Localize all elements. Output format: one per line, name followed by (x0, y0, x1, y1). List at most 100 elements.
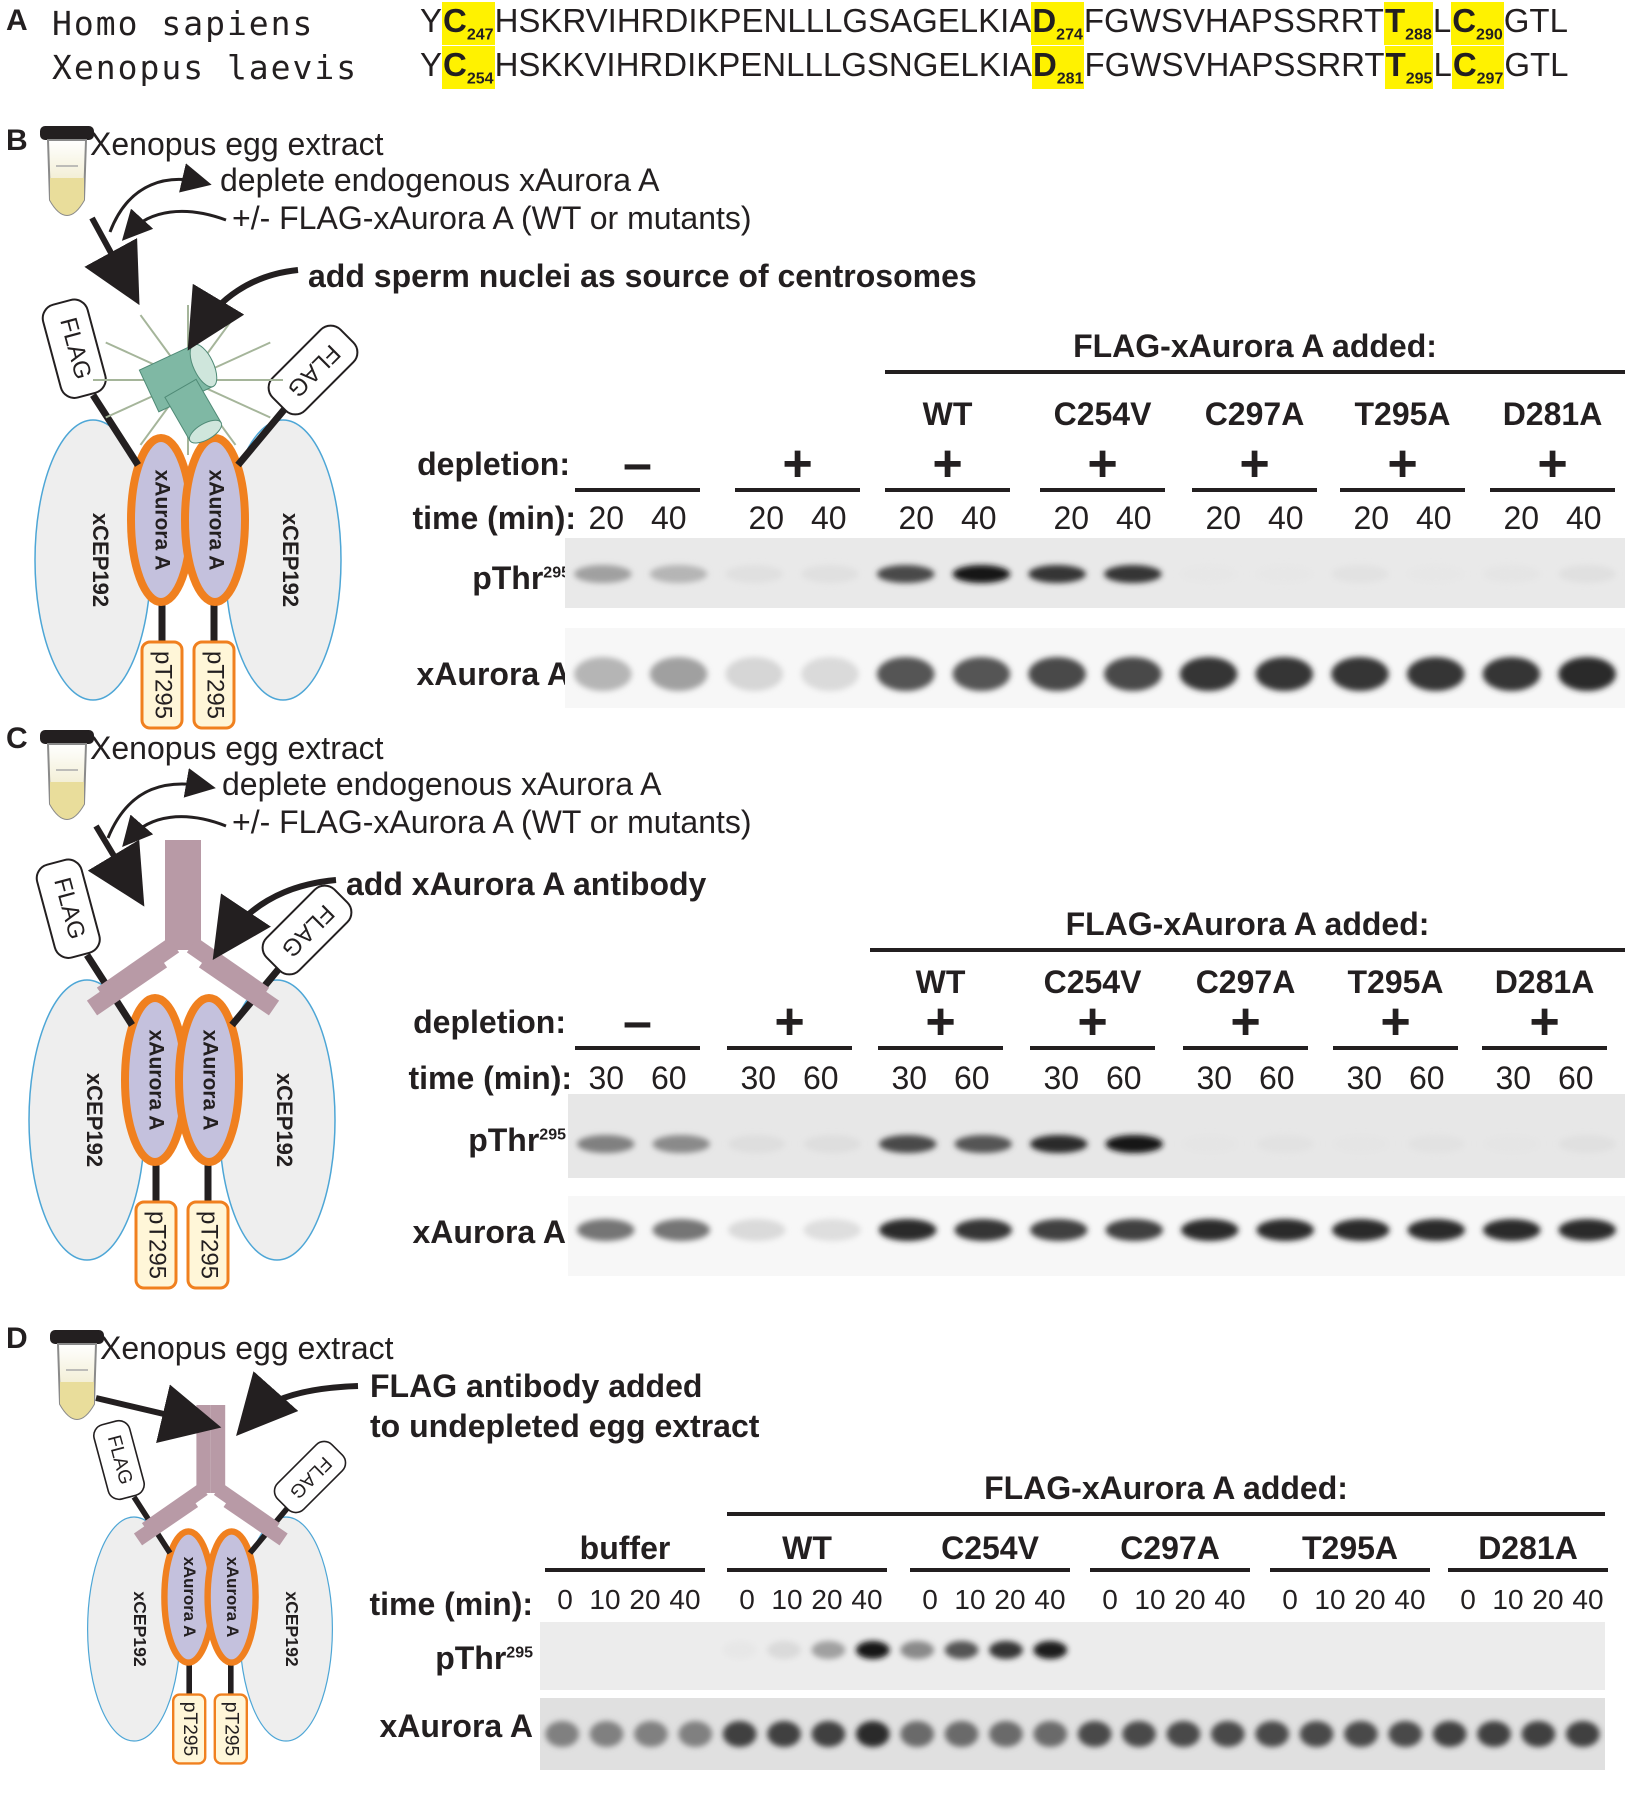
depletion-sign: + (774, 993, 805, 1051)
group-line (1030, 1046, 1155, 1050)
mutant-label: C297A (1195, 964, 1296, 1000)
row-label: time (min): (412, 500, 576, 536)
group-line (885, 488, 1010, 492)
svg-text:xAurora A: xAurora A (180, 1557, 199, 1638)
time-tick: 40 (1034, 1584, 1066, 1615)
mutant-label: WT (915, 964, 966, 1000)
blot-band (577, 1219, 635, 1241)
time-tick: 30 (740, 1060, 777, 1096)
blot-d-pthr (540, 1622, 1605, 1690)
row-label: xAurora A (379, 1708, 533, 1744)
time-tick: 30 (588, 1060, 625, 1096)
sequence-segment: L (1433, 46, 1452, 83)
time-tick: 0 (739, 1584, 755, 1615)
depletion-sign: + (1230, 993, 1261, 1051)
blot-band (1558, 657, 1616, 691)
group-line (545, 1568, 705, 1572)
blot-background (565, 538, 1625, 608)
time-tick: 40 (650, 500, 687, 536)
flag-header-line (727, 1512, 1605, 1516)
group-label: C254V (941, 1530, 1039, 1566)
group-line (1040, 488, 1165, 492)
time-tick: 60 (650, 1060, 687, 1096)
blot-band (1407, 1219, 1465, 1241)
panel-letter-a: A (6, 4, 28, 37)
time-tick: 10 (1314, 1584, 1346, 1615)
blot-background (540, 1622, 1605, 1690)
time-tick: 20 (898, 500, 935, 536)
group-label: T295A (1301, 1530, 1399, 1566)
time-tick: 20 (748, 500, 785, 536)
blot-band (728, 1219, 786, 1241)
time-tick: 60 (1105, 1060, 1142, 1096)
blot-band (589, 1721, 624, 1747)
depletion-sign: – (623, 435, 652, 493)
flag-header: FLAG-xAurora A added: (984, 1470, 1348, 1506)
depletion-sign: + (782, 435, 813, 493)
svg-text:pT295: pT295 (144, 1211, 171, 1279)
time-tick: 10 (954, 1584, 986, 1615)
time-tick: 20 (811, 1584, 843, 1615)
flag-step-d-2: to undepleted egg extract (370, 1408, 760, 1444)
blot-band (1179, 565, 1238, 583)
blot-band (1332, 1219, 1390, 1241)
time-tick: 20 (1053, 500, 1090, 536)
svg-text:pT295: pT295 (221, 1702, 242, 1756)
sequence-human: YC247HSKRVIHRDIKPENLLLGSAGELKIAD274FGWSV… (420, 2, 1568, 45)
blot-band (952, 657, 1011, 691)
antibody-icon (86, 840, 280, 1016)
row-label: pThr295 (468, 1122, 566, 1158)
blot-band (1406, 657, 1465, 691)
blot-band (1255, 565, 1314, 583)
row-label: depletion: (417, 446, 570, 482)
blot-band (1483, 1135, 1541, 1153)
tube-icon (40, 126, 94, 216)
group-line (1333, 1046, 1458, 1050)
time-tick: 0 (1282, 1584, 1298, 1615)
blot-band (722, 1641, 757, 1659)
blot-band (1256, 1135, 1314, 1153)
blot-band (1181, 1219, 1239, 1241)
group-line (727, 1046, 852, 1050)
blot-band (900, 1721, 935, 1747)
blot-band (649, 565, 708, 583)
blot-band (767, 1641, 801, 1659)
time-tick: 10 (771, 1584, 803, 1615)
sequence-segment: HSKRVIHRDIKPENLLLGSAGELKIA (494, 2, 1032, 39)
depletion-sign: + (1529, 993, 1560, 1051)
blot-band (574, 657, 632, 691)
antibody-step-c: add xAurora A antibody (346, 866, 707, 902)
blot-band (1331, 657, 1389, 691)
blot-band (855, 1641, 890, 1659)
deplete-step-b: deplete endogenous xAurora A (220, 162, 660, 198)
row-label: depletion: (413, 1004, 566, 1040)
time-tick: 0 (557, 1584, 573, 1615)
time-tick: 40 (1572, 1584, 1604, 1615)
group-line (1490, 488, 1615, 492)
blot-band (652, 1219, 710, 1241)
time-tick: 0 (922, 1584, 938, 1615)
blot-band (801, 565, 859, 583)
svg-text:pT295: pT295 (150, 651, 177, 719)
blot-band (811, 1641, 846, 1659)
group-line (1482, 1046, 1607, 1050)
highlighted-residue: C290 (1451, 2, 1504, 45)
svg-text:pT295: pT295 (202, 651, 229, 719)
row-label: time (min): (369, 1586, 533, 1622)
group-line (1340, 488, 1465, 492)
flag-header-line (885, 370, 1625, 374)
depletion-sign: + (1380, 993, 1411, 1051)
depletion-sign: + (1537, 435, 1568, 493)
blot-band (1482, 657, 1541, 691)
time-tick: 20 (1353, 500, 1390, 536)
row-label: pThr295 (435, 1640, 533, 1676)
blot-band (801, 657, 859, 691)
time-tick: 10 (1134, 1584, 1166, 1615)
blot-band (954, 1219, 1012, 1241)
blot-band (577, 1135, 635, 1153)
blot-band (1521, 1721, 1556, 1747)
group-line (1270, 1568, 1430, 1572)
row-label: pThr295 (472, 560, 570, 596)
